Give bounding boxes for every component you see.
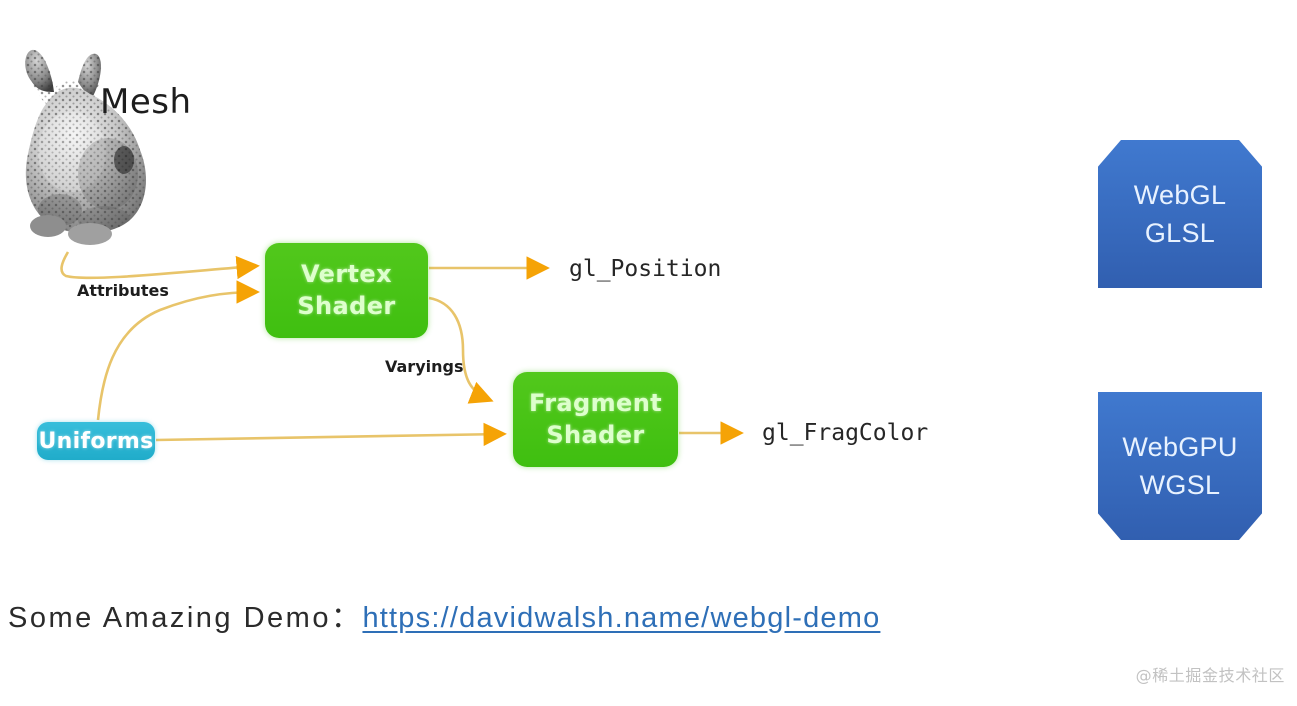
bunny-foot-right — [68, 223, 112, 245]
webgpu-shape-line-1: WebGPU — [1122, 431, 1238, 462]
vertex-shader-line-2: Shader — [297, 291, 396, 320]
mesh-label: Mesh — [100, 82, 192, 122]
attributes-label: Attributes — [77, 281, 169, 300]
arrow-uniforms-to-vertex-shader — [96, 280, 260, 421]
demo-caption: Some Amazing Demo： — [8, 602, 363, 634]
fragment-shader-line-1: Fragment — [528, 388, 663, 417]
gl-position-output-label: gl_Position — [569, 256, 722, 282]
fragment-shader-node[interactable]: Fragment Shader — [513, 372, 678, 467]
bunny-foot-left — [30, 215, 66, 237]
webgpu-shape-line-2: WGSL — [1139, 470, 1221, 500]
fragment-shader-line-2: Shader — [546, 420, 645, 449]
webgl-shape-line-2: GLSL — [1144, 218, 1216, 248]
arrow-varyings-to-fragment-shader — [428, 296, 494, 404]
stanford-bunny-mesh-image — [25, 49, 146, 245]
varyings-label: Varyings — [385, 357, 464, 376]
webgl-shape-line-1: WebGL — [1133, 179, 1227, 210]
watermark-text: @稀土掘金技术社区 — [1135, 666, 1285, 685]
vertex-shader-node[interactable]: Vertex Shader — [265, 243, 428, 338]
webgpu-wgsl-shape[interactable]: WebGPU WGSL — [1098, 392, 1262, 540]
arrow-uniforms-to-fragment-shader — [155, 422, 507, 447]
demo-row: Some Amazing Demo： https://davidwalsh.na… — [8, 594, 880, 636]
gl-fragcolor-output-label: gl_FragColor — [762, 420, 929, 446]
uniforms-node[interactable]: Uniforms — [37, 422, 155, 460]
arrow-attributes-to-vertex-shader — [60, 251, 260, 280]
webgl-glsl-shape[interactable]: WebGL GLSL — [1098, 140, 1262, 288]
demo-link[interactable]: https://davidwalsh.name/webgl-demo — [362, 602, 881, 634]
vertex-shader-line-1: Vertex — [300, 259, 392, 288]
